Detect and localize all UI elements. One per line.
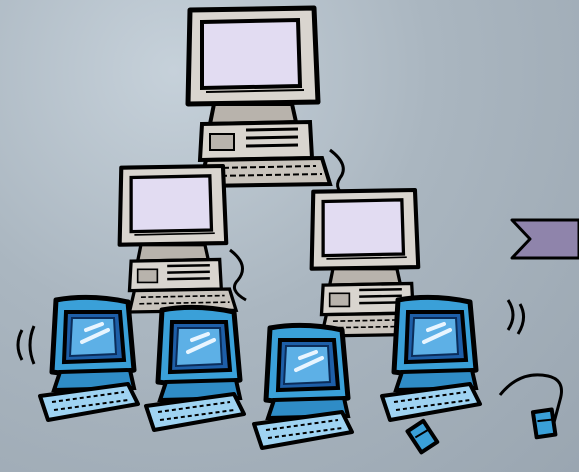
server-left-icon [120, 166, 236, 312]
client-3-icon [254, 325, 352, 448]
mouse-1-icon [406, 419, 439, 455]
server-top-icon [188, 8, 330, 186]
client-2-icon [146, 307, 244, 430]
mouse-2-icon [529, 406, 560, 440]
chevron-arrow-icon [510, 216, 579, 260]
client-1-icon [40, 297, 138, 420]
client-4-icon [382, 297, 480, 420]
